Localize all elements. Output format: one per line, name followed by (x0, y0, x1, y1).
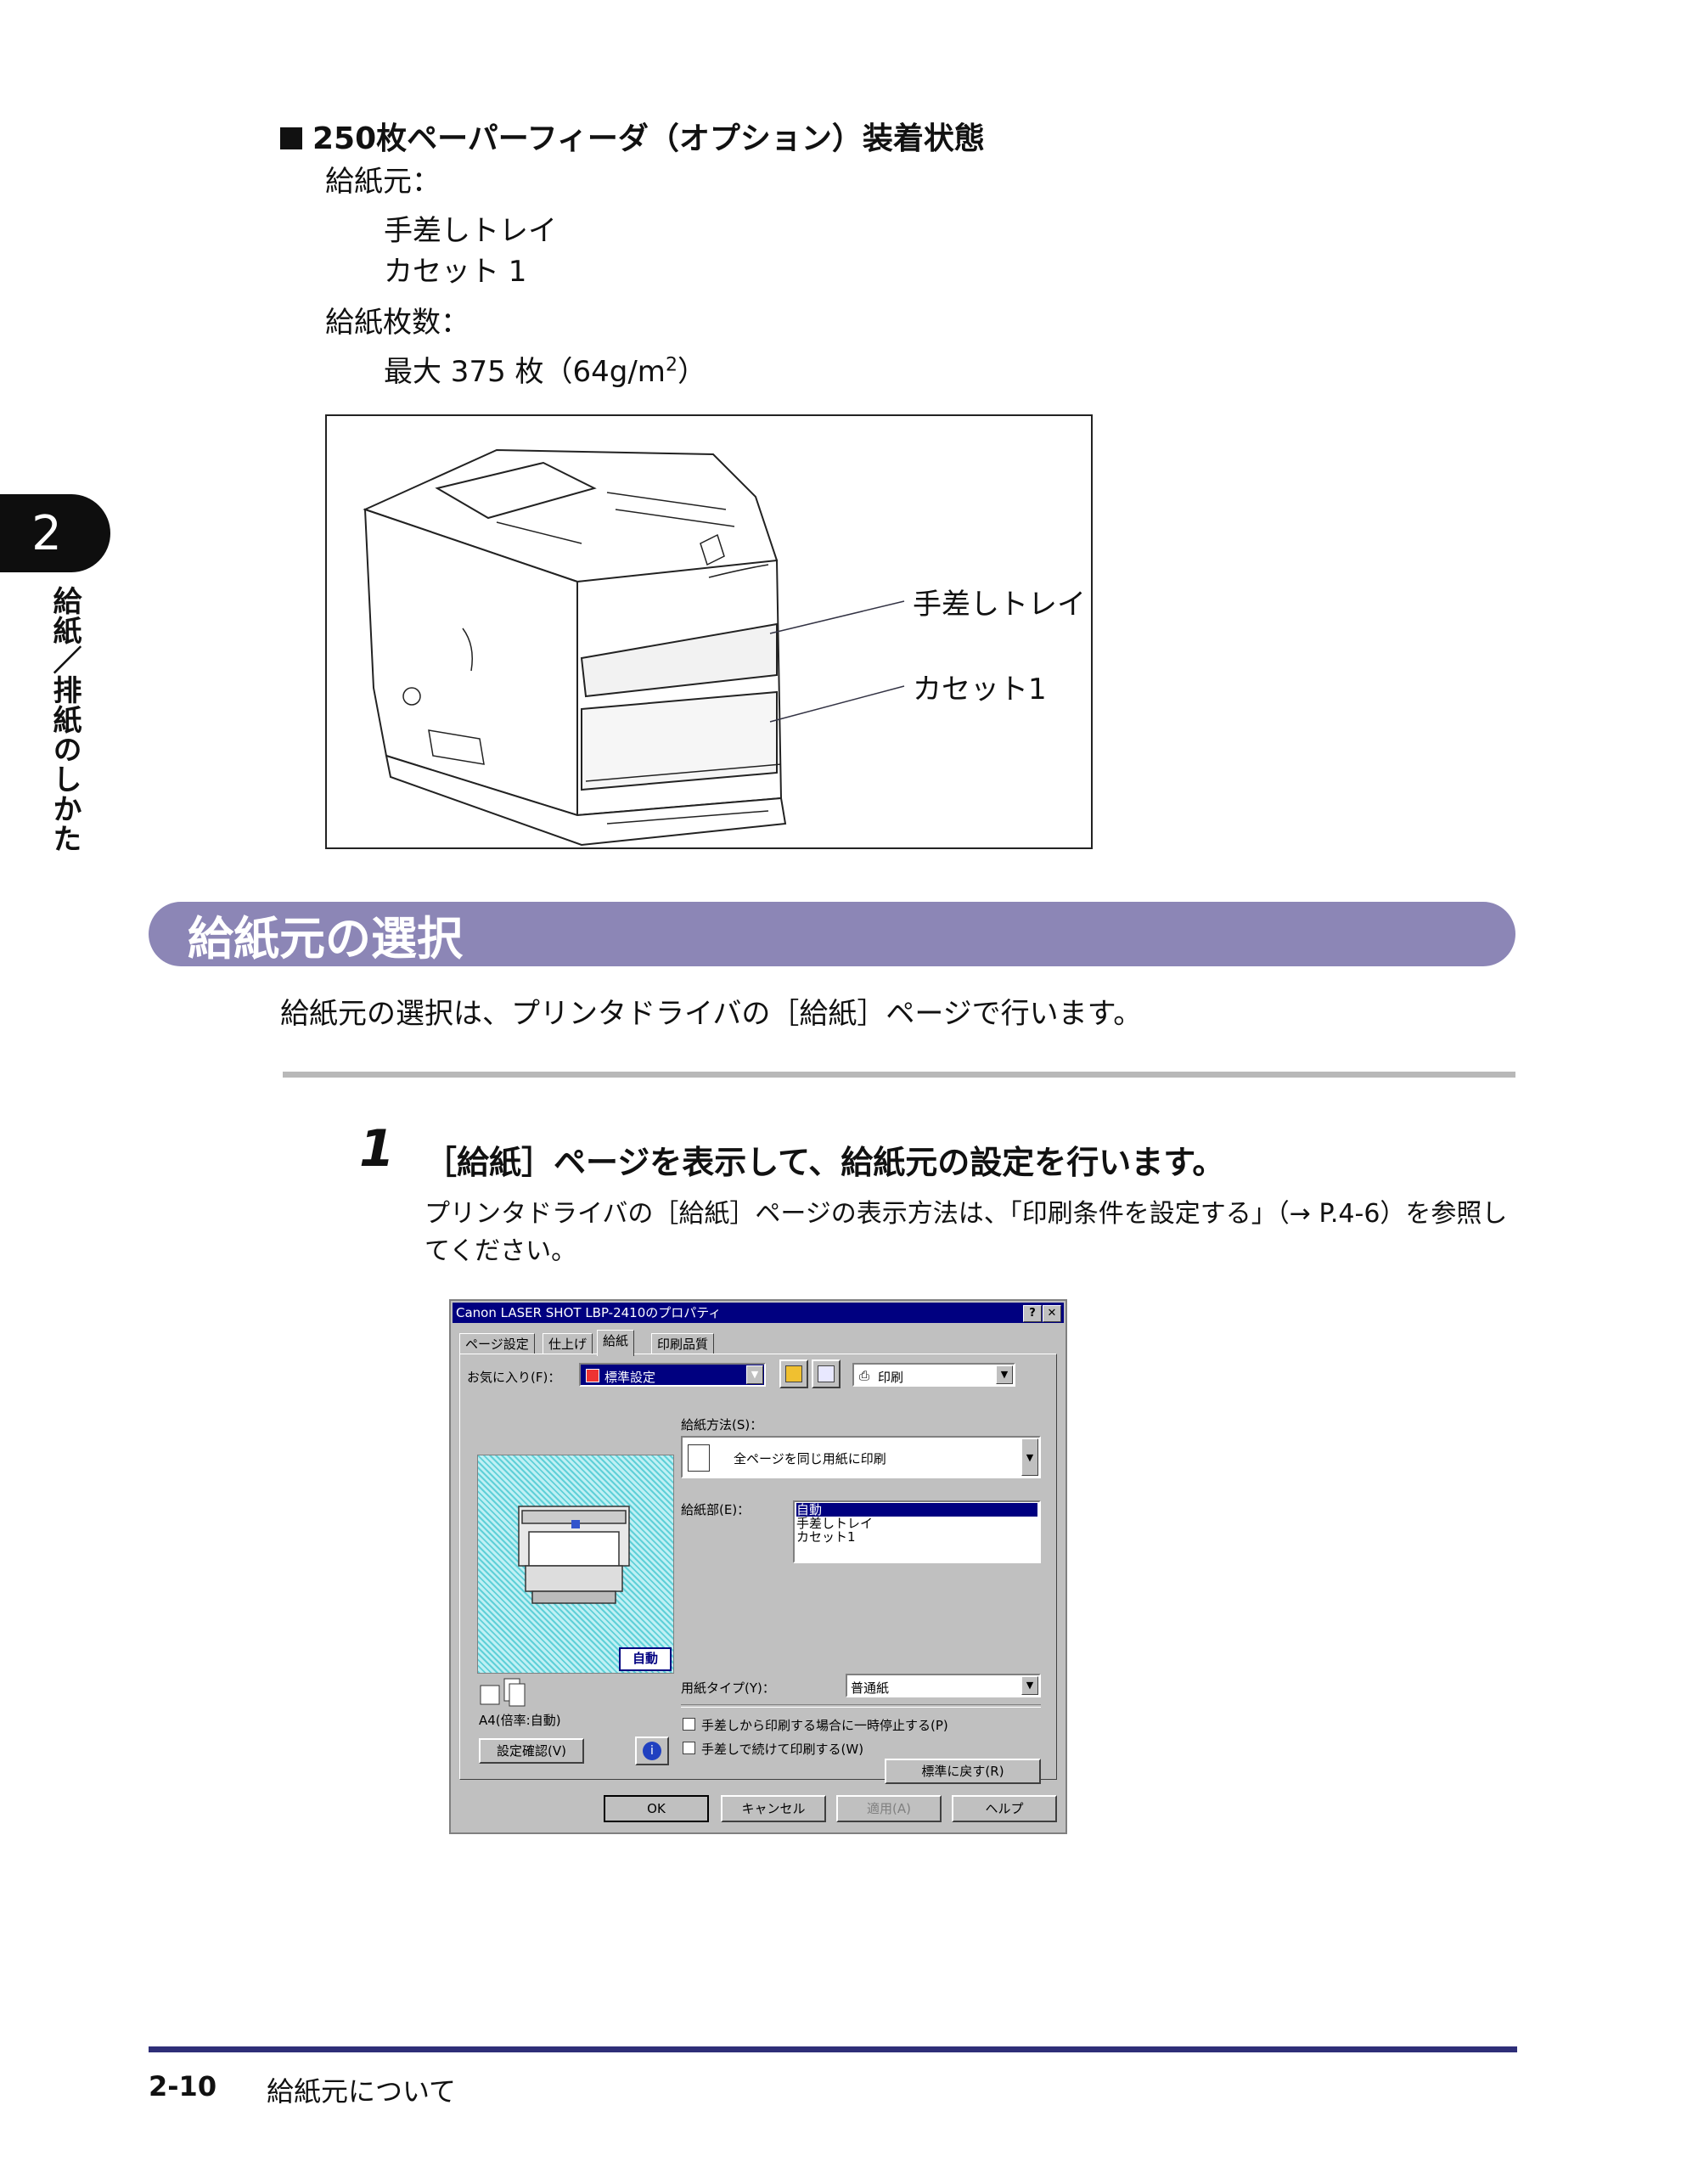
intro-text: 給紙元の選択は、プリンタドライバの［給紙］ページで行います。 (280, 997, 1143, 1031)
step-description: プリンタドライバの［給紙］ページの表示方法は、「印刷条件を設定する」（→ P.4… (424, 1199, 1508, 1266)
chapter-tab: 2 (0, 494, 110, 572)
continuous-checkbox[interactable] (683, 1742, 695, 1754)
paper-method-select[interactable]: 全ページを同じ用紙に印刷 ▼ (681, 1436, 1041, 1478)
callout-cassette: カセット1 (913, 673, 1047, 706)
tab-finishing[interactable]: 仕上げ (543, 1333, 593, 1354)
paper-stack-icon (479, 1677, 530, 1708)
restore-defaults-button[interactable]: 標準に戻す(R) (885, 1759, 1041, 1784)
printer-icon: ⎙ (859, 1368, 870, 1383)
edit-favorite-button[interactable] (812, 1359, 841, 1388)
info-icon: i (643, 1742, 661, 1760)
square-bullet-icon (280, 127, 302, 149)
paper-method-label: 給紙方法(S)： (681, 1417, 763, 1433)
paper-type-select[interactable]: 普通紙 ▼ (846, 1674, 1041, 1697)
tab-print-quality[interactable]: 印刷品質 (651, 1333, 715, 1354)
callout-manual-tray: 手差しトレイ (913, 588, 1086, 622)
paper-type-label: 用紙タイプ(Y)： (681, 1680, 775, 1696)
dialog-title-bar: Canon LASER SHOT LBP-2410のプロパティ ? ✕ (453, 1303, 1064, 1323)
page-number: 2-10 (149, 2070, 217, 2102)
properties-dialog: Canon LASER SHOT LBP-2410のプロパティ ? ✕ ページ設… (449, 1299, 1067, 1834)
edit-favorite-icon (818, 1365, 835, 1382)
add-favorite-button[interactable] (779, 1359, 808, 1388)
info-button[interactable]: i (635, 1737, 669, 1765)
cancel-button[interactable]: キャンセル (721, 1795, 826, 1822)
step-title: ［給紙］ページを表示して、給紙元の設定を行います。 (424, 1144, 1225, 1181)
capacity-value: 最大 375 枚（64g/m2） (384, 354, 706, 389)
dialog-title: Canon LASER SHOT LBP-2410のプロパティ (456, 1305, 722, 1320)
paper-source-list[interactable]: 自動 手差しトレイ カセット1 (793, 1500, 1041, 1563)
tab-panel: お気に入り(F)： 標準設定 ▼ ⎙ 印刷 ▼ (459, 1354, 1057, 1784)
help-icon[interactable]: ? (1023, 1305, 1042, 1322)
printer-illustration (363, 448, 905, 847)
capacity-label: 給紙枚数： (325, 306, 469, 340)
divider (283, 1072, 1515, 1078)
pause-checkbox[interactable] (683, 1718, 695, 1731)
list-item[interactable]: 自動 (796, 1503, 1037, 1517)
auto-badge: 自動 (619, 1647, 672, 1671)
source-label: 給紙元： (325, 165, 441, 199)
ok-button[interactable]: OK (604, 1795, 709, 1822)
add-favorite-icon (785, 1365, 802, 1382)
confirm-settings-button[interactable]: 設定確認(V) (479, 1738, 584, 1764)
source-item-cassette: カセット 1 (384, 255, 527, 289)
pause-checkbox-label: 手差しから印刷する場合に一時停止する(P) (701, 1718, 948, 1733)
apply-button[interactable]: 適用(A) (836, 1795, 942, 1822)
close-icon[interactable]: ✕ (1043, 1305, 1061, 1322)
section-banner: 給紙元の選択 (149, 902, 1515, 966)
chevron-down-icon: ▼ (1021, 1438, 1038, 1476)
divider (681, 1704, 1041, 1708)
printer-preview-image (518, 1506, 630, 1604)
pages-icon (688, 1444, 710, 1472)
paper-size-info: A4(倍率:自動) (479, 1713, 561, 1728)
footer-rule (149, 2046, 1517, 2052)
output-method-select[interactable]: ⎙ 印刷 ▼ (852, 1363, 1015, 1387)
favorites-select[interactable]: 標準設定 ▼ (579, 1363, 766, 1387)
tab-page-setup[interactable]: ページ設定 (459, 1333, 535, 1354)
footer-title: 給紙元について (267, 2075, 457, 2108)
continuous-checkbox-label: 手差しで続けて印刷する(W) (701, 1742, 864, 1757)
paper-source-label: 給紙部(E)： (681, 1502, 751, 1517)
chevron-down-icon: ▼ (996, 1365, 1013, 1384)
chevron-down-icon: ▼ (1021, 1676, 1038, 1695)
list-item[interactable]: カセット1 (796, 1529, 856, 1545)
chevron-down-icon: ▼ (746, 1365, 763, 1384)
favorites-label: お気に入り(F)： (467, 1370, 561, 1385)
chapter-title-vertical: 給紙／排紙のしかた (48, 586, 82, 853)
list-item[interactable]: 手差しトレイ (796, 1516, 874, 1531)
step-number: 1 (359, 1119, 395, 1179)
help-button[interactable]: ヘルプ (952, 1795, 1057, 1822)
printer-preview: 自動 (477, 1455, 674, 1674)
source-item-tray: 手差しトレイ (384, 214, 557, 248)
favorite-icon (586, 1369, 599, 1382)
section-heading: 250枚ペーパーフィーダ（オプション）装着状態 (280, 114, 985, 158)
tab-paper-source[interactable]: 給紙 (597, 1330, 635, 1356)
printer-figure: 手差しトレイ カセット1 (325, 414, 1093, 849)
